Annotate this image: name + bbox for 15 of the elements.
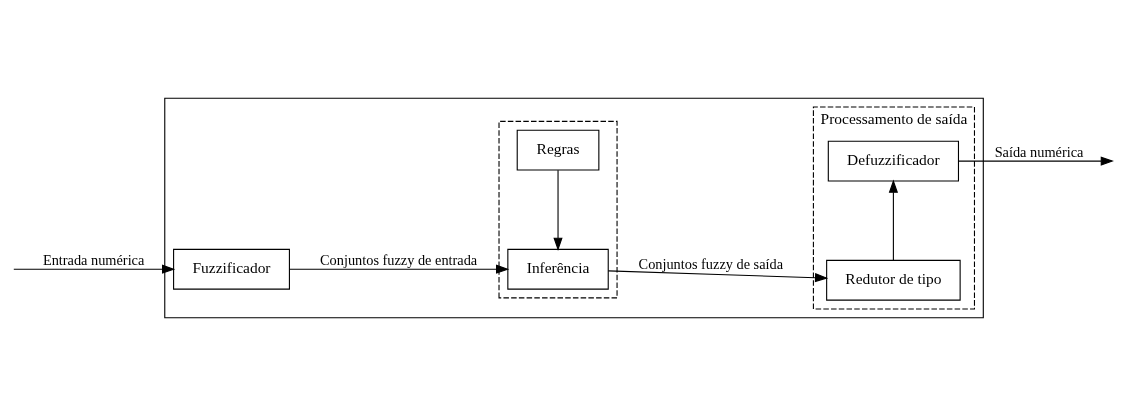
node-box: Defuzzificador bbox=[827, 140, 960, 182]
node-box: Fuzzificador bbox=[173, 248, 290, 290]
node-box: Regras bbox=[516, 129, 600, 171]
edge-label: Conjuntos fuzzy de entrada bbox=[320, 252, 478, 269]
node-box: Inferência bbox=[507, 248, 609, 290]
arrow bbox=[288, 264, 510, 274]
arrow bbox=[13, 264, 176, 274]
arrow bbox=[607, 270, 829, 283]
arrow bbox=[553, 169, 563, 251]
node-box: Redutor de tipo bbox=[826, 259, 961, 301]
edge-label: Conjuntos fuzzy de saída bbox=[638, 255, 784, 272]
edge-label: Entrada numérica bbox=[42, 252, 145, 269]
arrow bbox=[888, 179, 899, 261]
edge-label: Saída numérica bbox=[994, 144, 1084, 161]
arrow bbox=[958, 156, 1114, 166]
